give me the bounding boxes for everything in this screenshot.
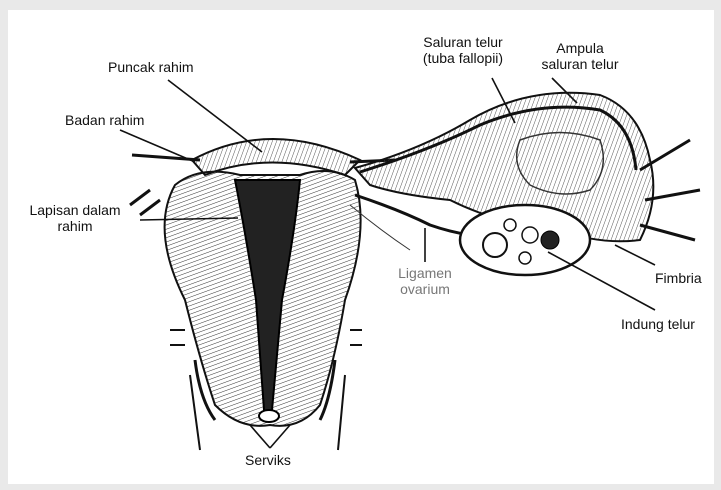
label-saluran-telur-line1: Saluran telur: [408, 34, 518, 50]
label-lapisan-dalam-rahim-line1: Lapisan dalam: [20, 202, 130, 218]
label-ligamen-line2: ovarium: [385, 281, 465, 297]
label-serviks: Serviks: [245, 452, 291, 468]
leader-fimbria: [615, 245, 655, 265]
label-puncak-rahim: Puncak rahim: [108, 59, 194, 75]
label-badan-rahim: Badan rahim: [65, 112, 144, 128]
ovarian-ligament: [350, 195, 470, 250]
leader-serviks-a: [250, 425, 270, 448]
label-ampula-line1: Ampula: [525, 40, 635, 56]
label-saluran-telur: Saluran telur (tuba fallopii): [408, 34, 518, 66]
label-ampula-line2: saluran telur: [525, 56, 635, 72]
leader-serviks-b: [270, 425, 290, 448]
leader-puncak-rahim: [168, 80, 262, 152]
label-indung-telur: Indung telur: [621, 316, 695, 332]
leader-indung-telur: [548, 252, 655, 310]
label-ligamen-ovarium: Ligamen ovarium: [385, 265, 465, 297]
label-lapisan-dalam-rahim: Lapisan dalam rahim: [20, 202, 130, 234]
label-ligamen-line1: Ligamen: [385, 265, 465, 281]
uterus-body: [130, 171, 362, 450]
label-saluran-telur-line2: (tuba fallopii): [408, 50, 518, 66]
label-lapisan-dalam-rahim-line2: rahim: [20, 218, 130, 234]
label-ampula-saluran-telur: Ampula saluran telur: [525, 40, 635, 72]
label-fimbria: Fimbria: [655, 270, 702, 286]
